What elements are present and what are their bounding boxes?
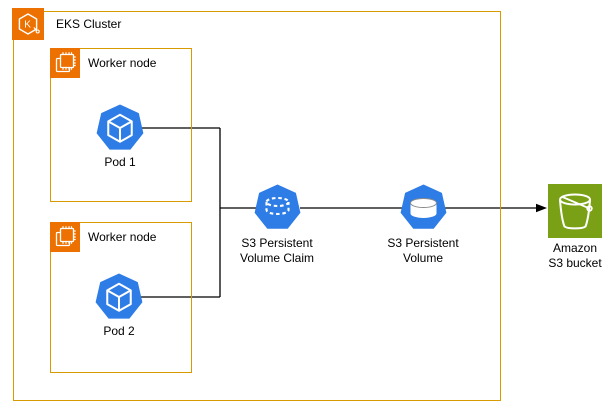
s3-bucket-label-line2: S3 bucket (548, 256, 602, 270)
worker-node-2-label: Worker node (88, 230, 157, 244)
pvc-label-line1: S3 Persistent (241, 236, 313, 250)
worker-node-1-box (50, 48, 192, 202)
eks-cluster-label: EKS Cluster (56, 17, 122, 31)
ec2-instance-chip-icon (50, 48, 80, 78)
pod-2-label: Pod 2 (103, 324, 135, 338)
s3-bucket-label: Amazon S3 bucket (515, 241, 612, 271)
pod-1-label: Pod 1 (104, 155, 136, 169)
pv-label-line2: Volume (402, 251, 444, 265)
pv-label: S3 Persistent Volume (353, 236, 493, 266)
worker-node-1-label: Worker node (88, 56, 157, 70)
ec2-instance-chip-icon (50, 222, 80, 252)
kubernetes-pod-2-icon (95, 273, 143, 321)
pvc-label-line2: Volume Claim (239, 251, 315, 265)
s3-bucket-icon (548, 184, 602, 238)
elbow-connectors (141, 127, 537, 298)
arrowhead-to-s3-bucket (536, 203, 547, 213)
persistent-volume-claim-icon (254, 184, 301, 231)
svg-text:K: K (24, 20, 31, 31)
eks-cluster-container-box (13, 11, 501, 401)
pv-label-line1: S3 Persistent (387, 236, 459, 250)
eks-cluster-icon: K (12, 8, 44, 40)
pvc-label: S3 Persistent Volume Claim (207, 236, 347, 266)
persistent-volume-icon (400, 184, 447, 231)
s3-bucket-label-line1: Amazon (552, 241, 598, 255)
kubernetes-pod-1-icon (96, 104, 144, 152)
worker-node-2-box (50, 222, 192, 373)
